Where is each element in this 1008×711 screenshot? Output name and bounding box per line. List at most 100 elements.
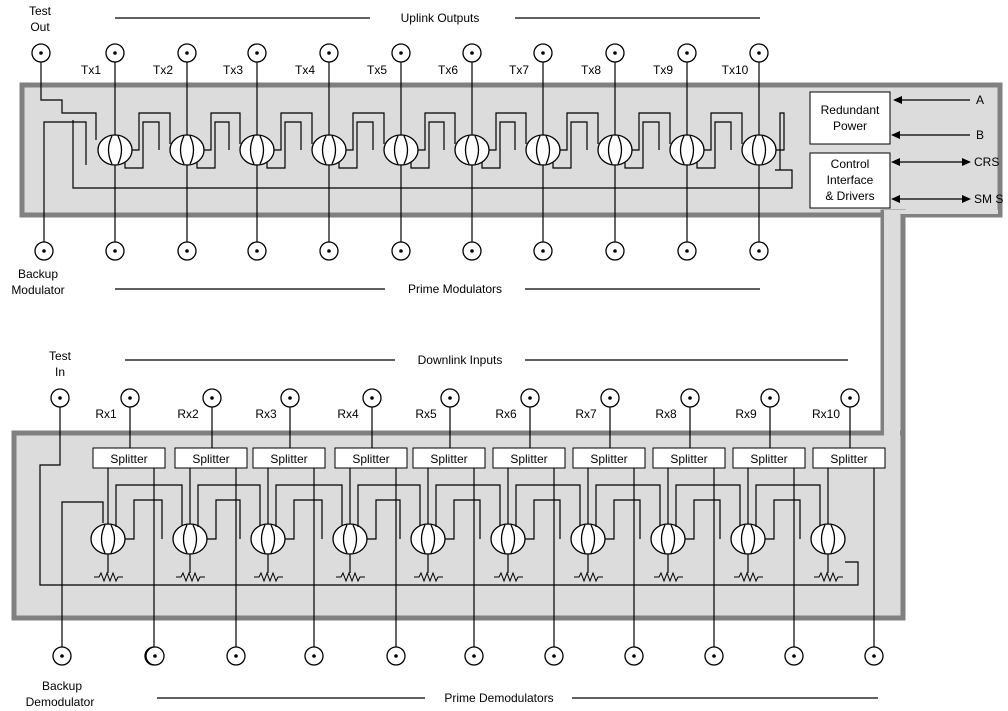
connector-pin <box>60 654 64 658</box>
splitter-label: Splitter <box>670 452 707 466</box>
svg-text:Test: Test <box>29 4 52 18</box>
control-interface-box <box>809 152 891 209</box>
splitter-box <box>572 447 646 469</box>
uplink-chain-2 <box>204 112 241 151</box>
relay-body <box>810 523 846 555</box>
splitter-label: Splitter <box>590 452 627 466</box>
prime-modulator-connector-10 <box>749 241 769 261</box>
termination-resistor-1 <box>94 571 123 583</box>
uplink-chain-b-9 <box>696 121 732 169</box>
splitter-box <box>92 447 166 469</box>
control-interface-line2: Interface <box>827 173 874 187</box>
uplink-output-connector-tx6 <box>462 43 482 63</box>
downlink-switch-2 <box>172 523 208 555</box>
connector-pin <box>394 654 398 658</box>
uplink-output-connector-tx1 <box>105 43 125 63</box>
relay-body <box>570 523 606 555</box>
downlink-switch-7 <box>570 523 606 555</box>
uplink-output-connector-tx3 <box>247 43 267 63</box>
uplink-switch-3 <box>239 134 275 166</box>
connector-pin <box>848 396 852 400</box>
termination-resistor-9 <box>734 571 763 583</box>
splitter-9: Splitter <box>732 447 806 469</box>
relay-contact-left <box>607 135 613 165</box>
prime-demodulator-connector-3 <box>304 646 324 666</box>
rx-label-2: Rx2 <box>177 407 199 421</box>
uplink-output-connector-tx8 <box>605 43 625 63</box>
test-in-wire <box>39 407 859 586</box>
connector-pin <box>185 51 189 55</box>
relay-contact-right <box>192 524 198 554</box>
relay-contact-right <box>761 135 767 165</box>
relay-contact-right <box>545 135 551 165</box>
rx-label-6: Rx6 <box>495 407 517 421</box>
downlink-input-connector-rx3 <box>280 388 300 408</box>
tx-label-5: Tx5 <box>367 63 387 77</box>
connector-pin <box>327 51 331 55</box>
connector-pin <box>613 249 617 253</box>
uplink-chain-6 <box>489 112 527 151</box>
connector-pin <box>685 51 689 55</box>
uplink-chain-end <box>776 112 785 170</box>
relay-contact-left <box>751 135 757 165</box>
connector-pin <box>608 396 612 400</box>
relay-contact-left <box>820 524 826 554</box>
tx-label-7: Tx7 <box>509 63 529 77</box>
termination-resistor-8 <box>654 571 683 583</box>
prime-demodulator-connector-6 <box>544 646 564 666</box>
downlink-chain-b-7 <box>595 484 661 527</box>
prime-modulator-connector-6 <box>462 241 482 261</box>
uplink-switch-4 <box>311 134 347 166</box>
relay-contact-left <box>249 135 255 165</box>
connector-pin <box>370 396 374 400</box>
test-out-label: Test Out <box>29 4 52 34</box>
connector-pin <box>472 654 476 658</box>
downlink-input-connector-rx5 <box>440 388 460 408</box>
splitter-4: Splitter <box>334 447 408 469</box>
backup-modulator-wire <box>43 121 87 242</box>
downlink-input-connector-rx2 <box>202 388 222 408</box>
relay-contact-left <box>535 135 541 165</box>
splitter-box <box>492 447 566 469</box>
relay-body <box>525 134 561 166</box>
downlink-input-connector-rx7 <box>600 388 620 408</box>
downlink-switch-3 <box>250 523 286 555</box>
connector-pin <box>685 249 689 253</box>
relay-body <box>172 523 208 555</box>
splitter-box <box>252 447 326 469</box>
relay-contact-right <box>510 524 516 554</box>
svg-text:Out: Out <box>30 20 50 34</box>
termination-resistor-10 <box>814 571 843 583</box>
downlink-input-connector-rx9 <box>760 388 780 408</box>
prime-demodulator-connector-7 <box>624 646 644 666</box>
uplink-switch-5 <box>383 134 419 166</box>
uplink-chain-b-4 <box>338 121 374 169</box>
connector-pin <box>470 249 474 253</box>
uplink-chain-b-7 <box>552 121 588 169</box>
prime-modulator-connector-5 <box>391 241 411 261</box>
relay-contact-right <box>259 135 265 165</box>
svg-text:Backup: Backup <box>18 267 58 281</box>
relay-contact-right <box>403 135 409 165</box>
connector-pin <box>113 51 117 55</box>
downlink-input-connector-rx8 <box>680 388 700 408</box>
prime-modulator-connector-2 <box>177 241 197 261</box>
downlink-switch-8 <box>650 523 686 555</box>
relay-contact-right <box>670 524 676 554</box>
splitter-box <box>174 447 248 469</box>
downlink-input-connector-rx10 <box>840 388 860 408</box>
uplink-chain-1 <box>132 112 171 151</box>
connector-pin <box>288 396 292 400</box>
relay-body <box>239 134 275 166</box>
uplink-chain-8 <box>632 112 671 151</box>
downlink-switch-4 <box>332 523 368 555</box>
uplink-output-connector-tx10 <box>749 43 769 63</box>
relay-contact-right <box>750 524 756 554</box>
rx-label-7: Rx7 <box>575 407 597 421</box>
prime-modulator-connector-3 <box>247 241 267 261</box>
connector-pin <box>528 396 532 400</box>
connector-pin <box>541 51 545 55</box>
control-interface-line1: Control <box>831 157 870 171</box>
uplink-chain-7 <box>560 112 599 151</box>
